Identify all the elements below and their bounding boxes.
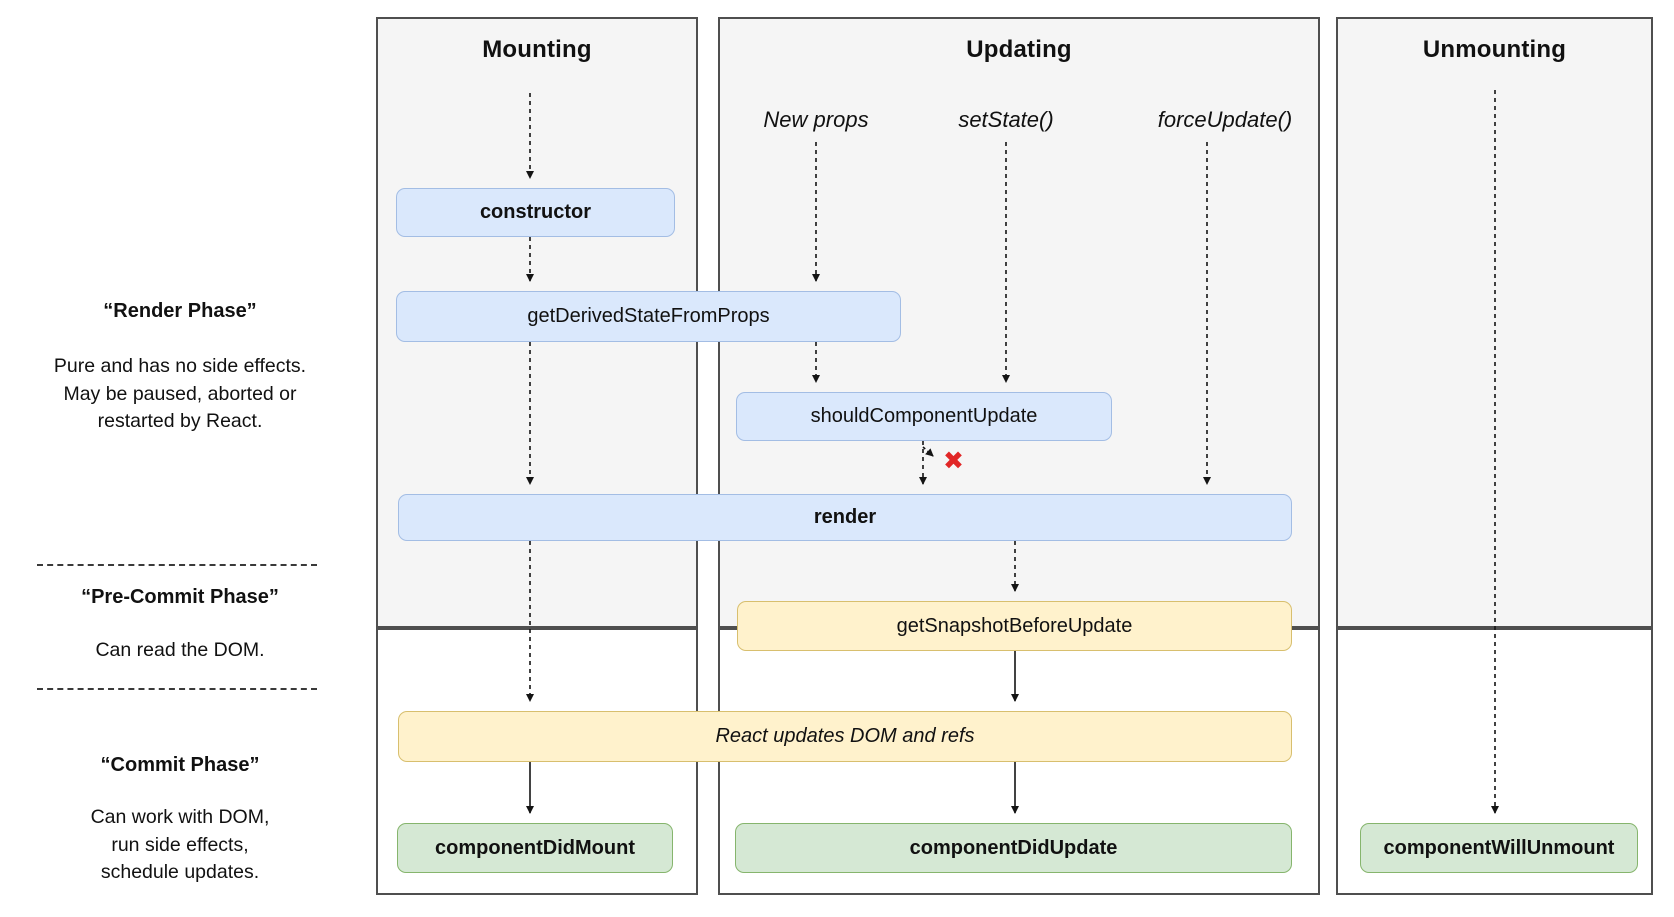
column-title-updating: Updating [966, 36, 1072, 63]
pre-commit-phase-description: Can read the DOM. [95, 639, 265, 661]
component-will-unmount-box: componentWillUnmount [1360, 823, 1638, 873]
arrow-shouldcomponentupdate-false-branch [922, 446, 934, 457]
render-box: render [398, 494, 1292, 541]
pre-commit-phase-title: “Pre-Commit Phase” [81, 586, 279, 608]
react-updates-dom-box: React updates DOM and refs [398, 711, 1292, 762]
commit-phase-title: “Commit Phase” [100, 754, 260, 776]
render-phase-description: Pure and has no side effects. May be pau… [53, 355, 307, 432]
phase-divider-top [37, 564, 317, 566]
constructor-box: constructor [396, 188, 675, 237]
get-snapshot-before-update-box: getSnapshotBeforeUpdate [737, 601, 1292, 651]
phase-divider-bottom [37, 688, 317, 690]
commit-phase-description: Can work with DOM, run side effects, sch… [90, 806, 270, 883]
get-derived-state-from-props-box: getDerivedStateFromProps [396, 291, 901, 342]
component-did-update-box: componentDidUpdate [735, 823, 1292, 873]
render-phase-title: “Render Phase” [103, 300, 257, 322]
stop-x-icon: ✖ [943, 447, 964, 475]
column-title-mounting: Mounting [482, 36, 592, 63]
column-title-unmounting: Unmounting [1422, 36, 1567, 63]
should-component-update-box: shouldComponentUpdate [736, 392, 1112, 441]
trigger-set-state: setState() [958, 107, 1054, 132]
trigger-force-update: forceUpdate() [1157, 107, 1293, 132]
component-did-mount-box: componentDidMount [397, 823, 673, 873]
trigger-new-props: New props [763, 107, 869, 132]
